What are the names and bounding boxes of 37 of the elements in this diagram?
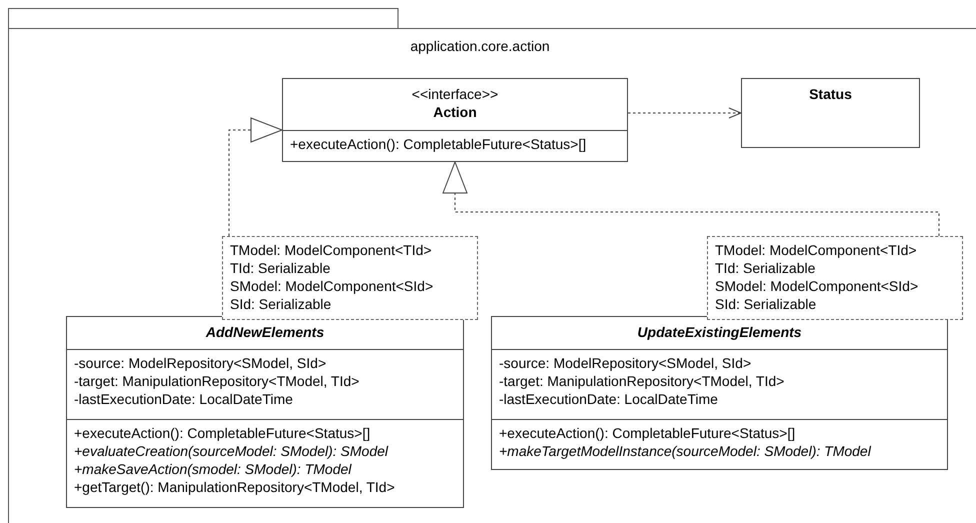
member-text: -lastExecutionDate: LocalDateTime bbox=[499, 390, 719, 408]
member-text: -lastExecutionDate: LocalDateTime bbox=[74, 390, 294, 408]
interface-box bbox=[282, 78, 628, 162]
stereotype: <<interface>> bbox=[410, 85, 500, 103]
member-text: -source: ModelRepository<SModel, SId> bbox=[499, 354, 752, 372]
package-name: application.core.action bbox=[409, 38, 551, 54]
member-text: TId: Serializable bbox=[715, 259, 816, 277]
class-box bbox=[66, 316, 464, 508]
member-text: TId: Serializable bbox=[230, 259, 332, 277]
class-name: Status bbox=[808, 85, 853, 103]
member-text: -target: ManipulationRepository<TModel, TId> bbox=[499, 372, 786, 390]
class-box bbox=[741, 78, 920, 148]
template-parameter-box bbox=[707, 236, 963, 320]
package-frame bbox=[8, 8, 976, 523]
member-text: TModel: ModelComponent<TId> bbox=[715, 241, 918, 259]
member-text: +makeSaveAction(smodel: SModel): TModel bbox=[74, 460, 353, 478]
member-text: -target: ManipulationRepository<TModel, TId> bbox=[74, 372, 360, 390]
member-text: +executeAction(): CompletableFuture<Status>[] bbox=[290, 135, 588, 153]
member-text: TModel: ModelComponent<TId> bbox=[230, 241, 433, 259]
member-text: +evaluateCreation(sourceModel: SModel): SModel bbox=[74, 442, 390, 460]
member-text: SModel: ModelComponent<SId> bbox=[230, 277, 434, 295]
template-parameter-box bbox=[222, 236, 478, 320]
member-text: +makeTargetModelInstance(sourceModel: SModel): TModel bbox=[499, 442, 872, 460]
member-text: +executeAction(): CompletableFuture<Status>[] bbox=[499, 424, 796, 442]
class-name: UpdateExistingElements bbox=[636, 323, 803, 341]
realization-arrow bbox=[228, 118, 282, 236]
dependency-arrow bbox=[628, 108, 742, 118]
member-text: +getTarget(): ManipulationRepository<TModel, TId> bbox=[74, 478, 396, 496]
class-name: Action bbox=[432, 103, 478, 121]
member-text: +executeAction(): CompletableFuture<Status>[] bbox=[74, 424, 372, 442]
class-name: AddNewElements bbox=[204, 323, 326, 341]
realization-arrow bbox=[442, 162, 940, 236]
class-box bbox=[491, 316, 948, 470]
member-text: -source: ModelRepository<SModel, SId> bbox=[74, 354, 328, 372]
member-text: SModel: ModelComponent<SId> bbox=[715, 277, 920, 295]
member-text: SId: Serializable bbox=[715, 295, 818, 313]
member-text: SId: Serializable bbox=[230, 295, 332, 313]
